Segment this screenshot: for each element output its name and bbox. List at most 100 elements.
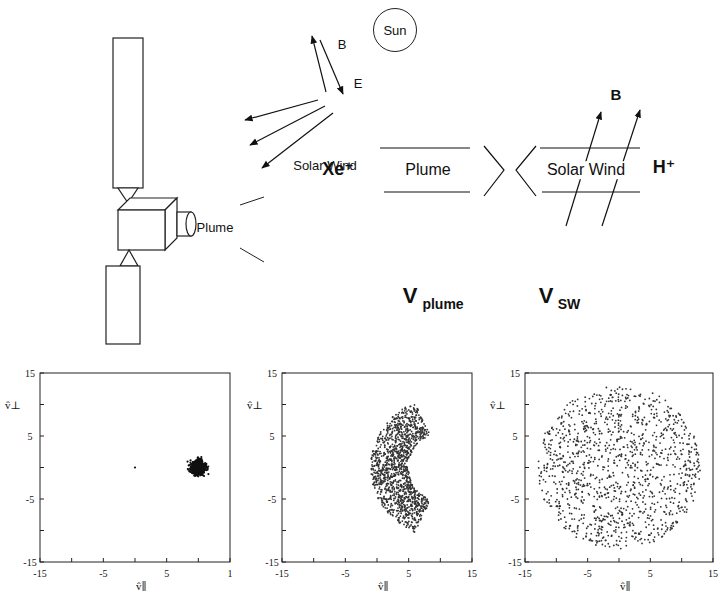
particle-dot bbox=[392, 446, 394, 448]
particle-dot bbox=[398, 439, 400, 441]
particle-dot bbox=[409, 433, 411, 435]
particle-dot bbox=[390, 437, 392, 439]
particle-dot bbox=[399, 457, 401, 459]
plume-edge bbox=[240, 197, 264, 205]
particle-dot bbox=[379, 446, 381, 448]
particle-dot bbox=[425, 431, 427, 433]
particle-dot bbox=[393, 418, 395, 420]
tick bbox=[282, 436, 286, 437]
scatter-plot bbox=[40, 373, 230, 562]
particle-dot bbox=[426, 499, 428, 501]
particle-dot bbox=[373, 460, 375, 462]
wind-arrow bbox=[245, 100, 318, 120]
particle-dot bbox=[375, 476, 377, 478]
particle-dot bbox=[384, 453, 386, 455]
particle-dot bbox=[406, 454, 408, 456]
particle-dot bbox=[382, 464, 384, 466]
particle-dot bbox=[403, 486, 405, 488]
particle-dot bbox=[404, 450, 406, 452]
particle-dot bbox=[378, 466, 380, 468]
particle-dot bbox=[399, 507, 401, 509]
particle-dot bbox=[409, 406, 411, 408]
scatter-plots bbox=[40, 373, 713, 562]
particle-dot bbox=[403, 497, 405, 499]
particle-dot bbox=[414, 494, 416, 496]
tick bbox=[282, 499, 286, 500]
particle-dot bbox=[408, 500, 410, 502]
particle-dot bbox=[377, 441, 379, 443]
particle-dot bbox=[403, 506, 405, 508]
particle-dot bbox=[412, 416, 414, 418]
particle-dot bbox=[387, 477, 389, 479]
particle-dot bbox=[417, 408, 419, 410]
particle-dot bbox=[386, 472, 388, 474]
particle-dot bbox=[394, 425, 396, 427]
particle-dot bbox=[386, 448, 388, 450]
particle-dot bbox=[410, 500, 412, 502]
particle-dot bbox=[199, 465, 201, 467]
particle-dot bbox=[391, 465, 393, 467]
particle-dot bbox=[400, 480, 402, 482]
particle-dot bbox=[415, 434, 417, 436]
particle-dot bbox=[402, 506, 404, 508]
particle-dot bbox=[408, 506, 410, 508]
particle-dot bbox=[202, 465, 204, 467]
particle-dot bbox=[387, 430, 389, 432]
particle-dot bbox=[420, 417, 422, 419]
particle-dot bbox=[396, 448, 398, 450]
particle-dot bbox=[394, 474, 396, 476]
particle-dot bbox=[399, 511, 401, 513]
particle-dot bbox=[410, 445, 412, 447]
particle-dot bbox=[386, 439, 388, 441]
particle-dot bbox=[399, 467, 401, 469]
chevron bbox=[484, 146, 504, 196]
particle-dot bbox=[391, 514, 393, 516]
particle-dot bbox=[397, 460, 399, 462]
particle-dot bbox=[418, 495, 420, 497]
particle-dot bbox=[424, 497, 426, 499]
particle-dot bbox=[402, 477, 404, 479]
particle-dot bbox=[414, 496, 416, 498]
particle-dot bbox=[384, 444, 386, 446]
particle-dot bbox=[388, 468, 390, 470]
particle-dot bbox=[416, 411, 418, 413]
particle-dot bbox=[411, 411, 413, 413]
particle-dot bbox=[402, 456, 404, 458]
particle-dot bbox=[397, 436, 399, 438]
particle-dot bbox=[404, 458, 406, 460]
particle-dot bbox=[405, 508, 407, 510]
particle-dot bbox=[194, 464, 196, 466]
particle-dot bbox=[406, 525, 408, 527]
particle-dot bbox=[404, 434, 406, 436]
particle-dot bbox=[417, 502, 419, 504]
particle-dot bbox=[392, 439, 394, 441]
particle-dot bbox=[393, 509, 395, 511]
particle-dot bbox=[196, 467, 198, 469]
particle-dot bbox=[413, 488, 415, 490]
particle-dot bbox=[371, 465, 373, 467]
thruster-exit bbox=[186, 212, 196, 236]
particle-dot bbox=[194, 474, 196, 476]
particle-dot bbox=[408, 452, 410, 454]
particle-dot bbox=[383, 429, 385, 431]
particle-dot bbox=[399, 468, 401, 470]
particle-dot bbox=[395, 496, 397, 498]
particle-dot bbox=[374, 487, 376, 489]
particle-dot bbox=[186, 460, 188, 462]
particle-dot bbox=[408, 517, 410, 519]
particle-dot bbox=[386, 457, 388, 459]
particle-dot bbox=[407, 477, 409, 479]
particle-dot bbox=[196, 467, 198, 469]
particle-dot bbox=[398, 497, 400, 499]
particle-dot bbox=[401, 463, 403, 465]
particle-dot bbox=[383, 452, 385, 454]
particle-dot bbox=[407, 514, 409, 516]
particle-dot bbox=[401, 412, 403, 414]
particle-dot bbox=[392, 416, 394, 418]
particle-dot bbox=[414, 497, 416, 499]
particle-dot bbox=[372, 451, 374, 453]
particle-dot bbox=[395, 437, 397, 439]
particle-dot bbox=[413, 442, 415, 444]
particle-dot bbox=[199, 464, 201, 466]
particle-dot bbox=[415, 420, 417, 422]
